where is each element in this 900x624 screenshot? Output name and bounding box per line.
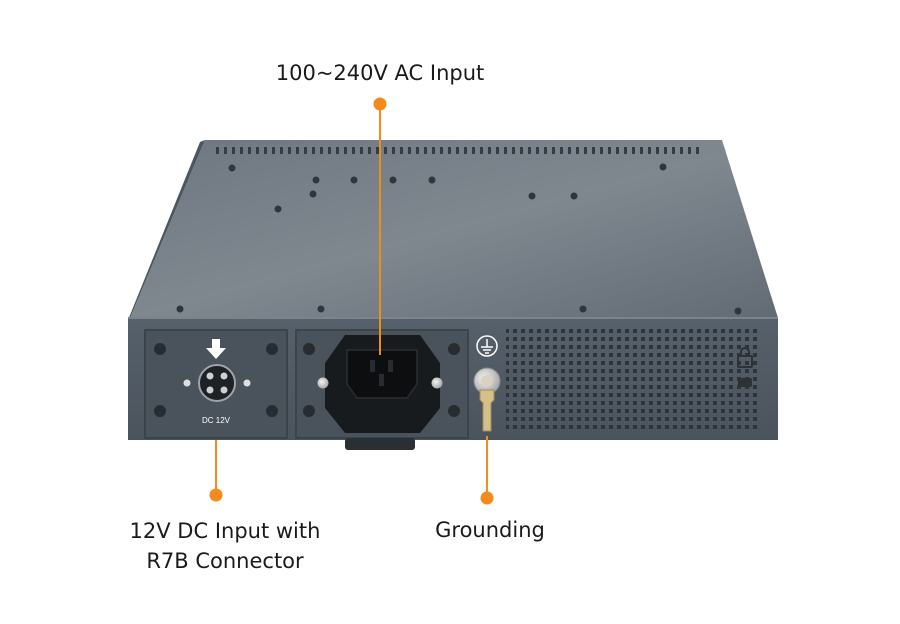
top-vent-slot bbox=[248, 147, 251, 154]
top-vent-slot bbox=[296, 147, 299, 154]
top-vent-slot bbox=[680, 147, 683, 154]
ac-panel-screws bbox=[303, 343, 460, 417]
top-vent-slot bbox=[672, 147, 675, 154]
top-vent-slot bbox=[368, 147, 371, 154]
top-vent-slot bbox=[608, 147, 611, 154]
top-vent-slot bbox=[264, 147, 267, 154]
top-vent-slot bbox=[376, 147, 379, 154]
top-vent-slot bbox=[392, 147, 395, 154]
top-vent-slot bbox=[328, 147, 331, 154]
top-vent-slot bbox=[648, 147, 651, 154]
top-vent-slot bbox=[664, 147, 667, 154]
top-vent-slot bbox=[232, 147, 235, 154]
grounding-callout-label: Grounding bbox=[400, 515, 580, 545]
top-vent-slot bbox=[456, 147, 459, 154]
top-vent-slot bbox=[400, 147, 403, 154]
top-vent-slot bbox=[472, 147, 475, 154]
top-vent-slot bbox=[424, 147, 427, 154]
grounding-text: Grounding bbox=[435, 518, 545, 542]
top-vent-slot bbox=[416, 147, 419, 154]
top-vent-slot bbox=[592, 147, 595, 154]
dc-port-label: DC 12V bbox=[202, 416, 231, 425]
callout-lines bbox=[209, 97, 494, 505]
dc-r7b-connector bbox=[183, 364, 251, 402]
top-vent-slot bbox=[256, 147, 259, 154]
top-vent-slot bbox=[320, 147, 323, 154]
top-vent-slot bbox=[464, 147, 467, 154]
top-vent-slot bbox=[656, 147, 659, 154]
top-vent-slot bbox=[336, 147, 339, 154]
top-vent-slot bbox=[432, 147, 435, 154]
top-vent-slot bbox=[504, 147, 507, 154]
top-vent-slot bbox=[576, 147, 579, 154]
top-vent-slot bbox=[360, 147, 363, 154]
ground-symbol-icon bbox=[476, 335, 498, 357]
top-vent-slot bbox=[560, 147, 563, 154]
dc-input-callout-label: 12V DC Input with R7B Connector bbox=[90, 516, 360, 576]
top-vent-slot bbox=[352, 147, 355, 154]
top-vent-slot bbox=[216, 147, 219, 154]
top-vent-slot bbox=[616, 147, 619, 154]
top-vent-slot bbox=[280, 147, 283, 154]
top-vent-slot bbox=[440, 147, 443, 154]
device-left-side bbox=[128, 140, 205, 320]
top-vent-slot bbox=[496, 147, 499, 154]
top-vent-slot bbox=[536, 147, 539, 154]
dc-panel-screws bbox=[154, 343, 278, 417]
lock-icon bbox=[737, 347, 753, 387]
top-vent-slot bbox=[568, 147, 571, 154]
top-vent-slot bbox=[624, 147, 627, 154]
top-vent-slot bbox=[600, 147, 603, 154]
top-vent-slot bbox=[632, 147, 635, 154]
top-vent-slot bbox=[544, 147, 547, 154]
top-vent-slot bbox=[512, 147, 515, 154]
top-vent-slot bbox=[552, 147, 555, 154]
rear-vent-grid bbox=[506, 326, 760, 430]
ac-power-inlet bbox=[317, 335, 443, 433]
top-vent-slot bbox=[288, 147, 291, 154]
top-vent-slot bbox=[384, 147, 387, 154]
dc-input-text-line2: R7B Connector bbox=[146, 549, 304, 573]
top-screws bbox=[176, 163, 742, 315]
top-vent-slot bbox=[312, 147, 315, 154]
top-vent-slot bbox=[480, 147, 483, 154]
top-vent-slot bbox=[240, 147, 243, 154]
ac-input-text: 100~240V AC Input bbox=[275, 61, 485, 85]
device-top-surface bbox=[130, 140, 778, 318]
top-vent-slot bbox=[640, 147, 643, 154]
top-vent-slot bbox=[528, 147, 531, 154]
top-vent-slot bbox=[272, 147, 275, 154]
top-vent-slot bbox=[304, 147, 307, 154]
top-vent-slot bbox=[408, 147, 411, 154]
top-vent-slot bbox=[488, 147, 491, 154]
top-vent-slot bbox=[344, 147, 347, 154]
top-vent-slot bbox=[448, 147, 451, 154]
top-vent-slot bbox=[520, 147, 523, 154]
top-vent-row bbox=[216, 147, 699, 154]
dc-input-text-line1: 12V DC Input with bbox=[129, 519, 321, 543]
grounding-lug bbox=[473, 367, 501, 432]
top-vent-slot bbox=[224, 147, 227, 154]
arrow-down-icon bbox=[206, 339, 226, 359]
top-vent-slot bbox=[584, 147, 587, 154]
top-vent-slot bbox=[696, 147, 699, 154]
device-foot bbox=[345, 438, 415, 450]
ac-input-callout-label: 100~240V AC Input bbox=[230, 58, 530, 88]
top-vent-slot bbox=[688, 147, 691, 154]
